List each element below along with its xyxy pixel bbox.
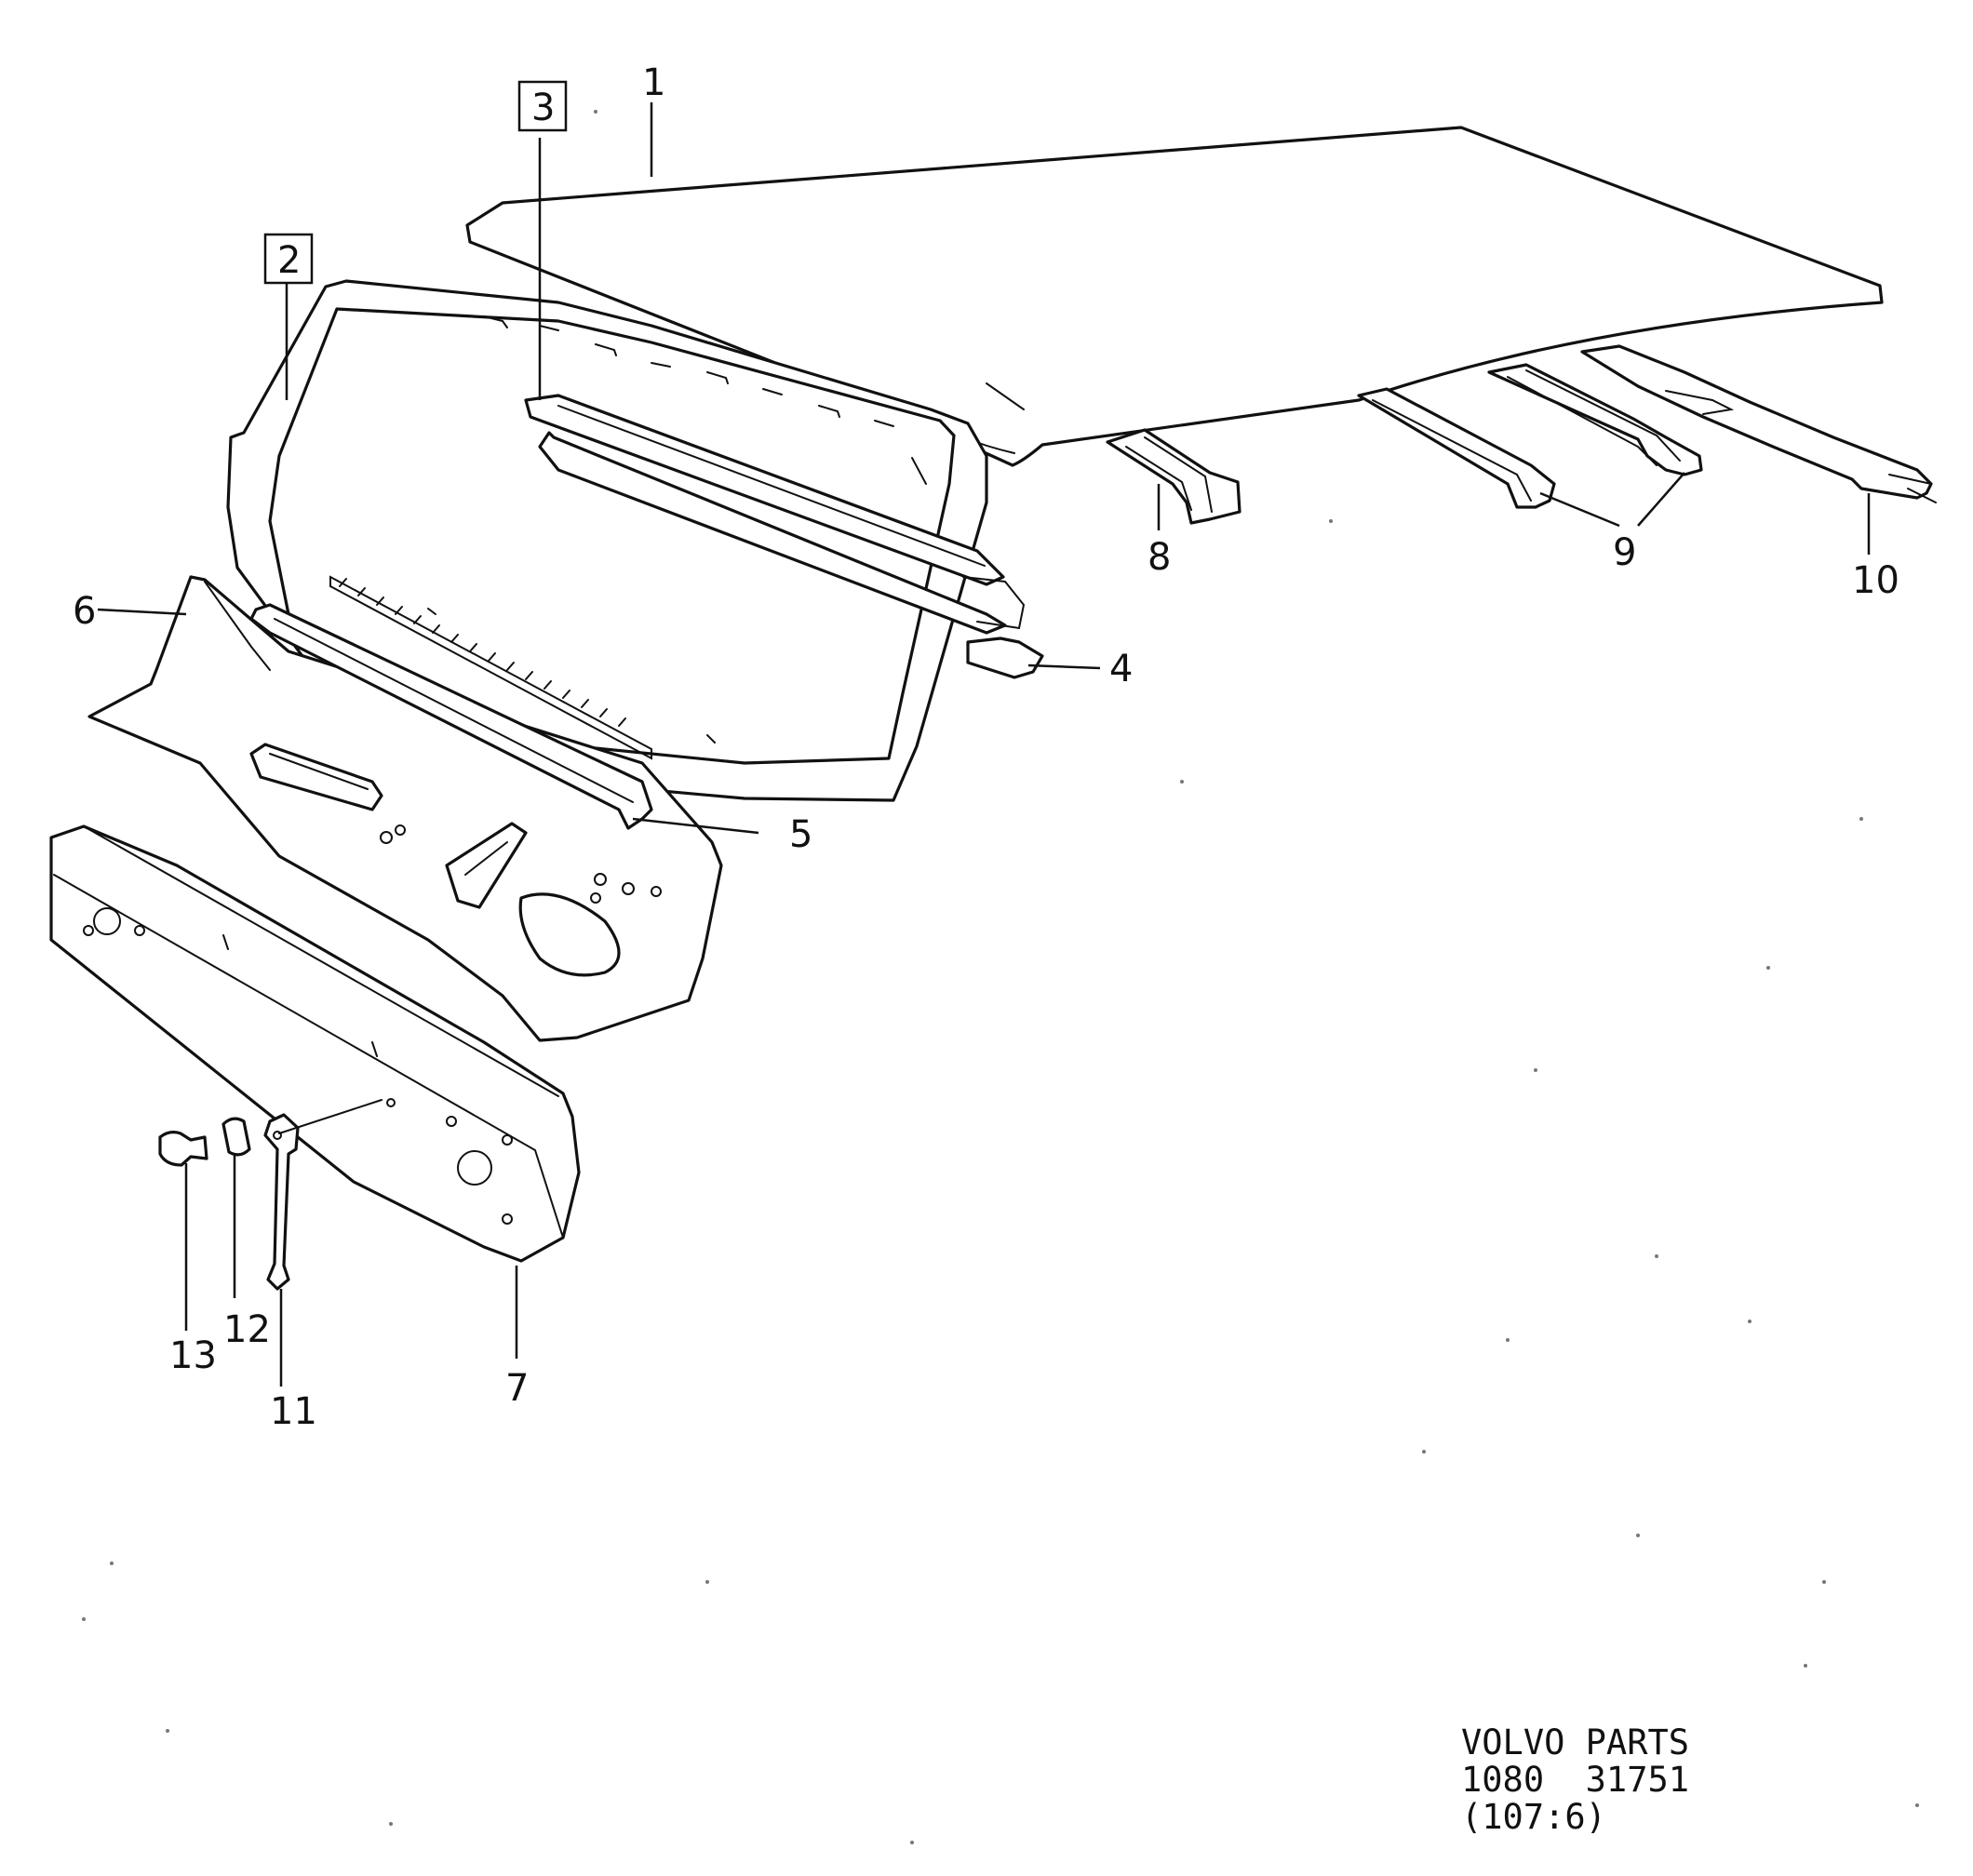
callout-11: 11: [270, 1390, 317, 1433]
callout-10: 10: [1852, 559, 1899, 602]
footer-ref: (107:6): [1461, 1797, 1606, 1837]
callout-labels: 1 2 3 4 5 6 7 8 9 10 11 12 13: [73, 61, 1899, 1433]
callout-12: 12: [223, 1308, 271, 1351]
callout-13: 13: [169, 1334, 217, 1377]
callout-box-3: [517, 80, 568, 132]
support-stay-11: [263, 1099, 383, 1291]
footer-brand: VOLVO PARTS: [1461, 1722, 1689, 1762]
footer-code: 1080 31751: [1461, 1760, 1689, 1800]
screw-13: [158, 1131, 208, 1167]
roof-bow-9b: [1487, 363, 1703, 476]
callout-9: 9: [1613, 531, 1636, 574]
callout-box-2: [263, 233, 314, 285]
callout-3: 3: [531, 87, 555, 129]
callout-2: 2: [277, 239, 301, 282]
footer-reference: VOLVO PARTS 1080 31751 (107:6): [1461, 1722, 1689, 1837]
lower-front-panel: [49, 824, 581, 1263]
callout-8: 8: [1148, 536, 1171, 579]
grille-seal-strip: [249, 575, 716, 830]
callout-4: 4: [1109, 648, 1133, 690]
top-moulding-strip: [524, 394, 1007, 635]
scan-speckles: [82, 110, 1919, 1844]
lower-moulding-strip: [962, 576, 1044, 679]
callout-6: 6: [73, 590, 96, 633]
leader-lines: [97, 102, 1871, 1387]
callout-5: 5: [789, 813, 812, 856]
bushing-12: [221, 1117, 251, 1157]
roof-rail-10: [1580, 344, 1937, 503]
roof-bow-9a: [1357, 387, 1556, 509]
cowl-panel: [87, 575, 723, 1042]
roof-bow-8: [1106, 428, 1242, 525]
callout-1: 1: [642, 61, 665, 104]
callout-7: 7: [505, 1367, 529, 1410]
windshield-frame: [226, 279, 988, 802]
